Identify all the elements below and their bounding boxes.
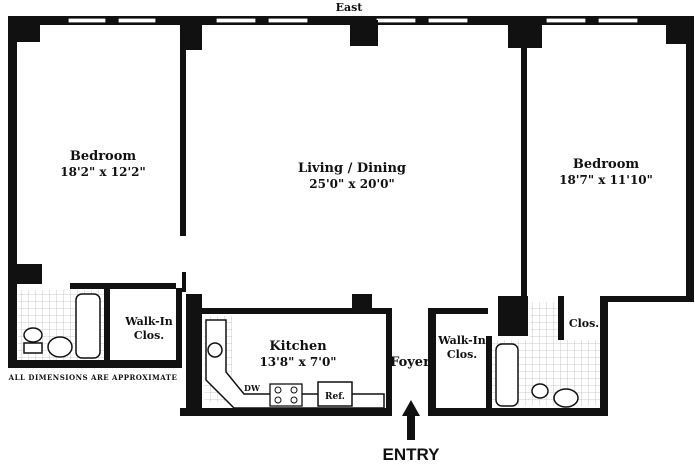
walkin-left-line1: Walk-In [124,315,173,328]
walkin-closet-left [8,288,182,368]
kitchen-area [180,272,392,416]
partition-right [521,40,527,246]
bathroom-right [486,302,600,408]
bedroom-right-dims: 18'7" x 11'10" [559,173,653,187]
refrigerator-label: Ref. [325,392,345,402]
entry-label: ENTRY [383,445,441,464]
bedroom-right-name: Bedroom [573,157,640,172]
west-wall [8,16,17,366]
compass-label: East [336,1,364,14]
foyer-right-walls [428,246,694,416]
partition-left [180,40,186,236]
foyer-label: Foyer [390,355,430,370]
entry-arrow [402,400,420,440]
walkin-right-line2: Clos. [447,348,477,361]
walkin-left-line2: Clos. [134,329,164,342]
disclaimer: All dimensions are approximate [8,373,178,382]
bedroom-left-dims: 18'2" x 12'2" [60,165,145,179]
dishwasher-label: DW [244,383,261,393]
bathroom-left [8,264,176,360]
kitchen-name: Kitchen [269,339,327,354]
bedroom-left-name: Bedroom [70,149,137,164]
living-dims: 25'0" x 20'0" [309,177,394,191]
living-name: Living / Dining [298,161,406,176]
disclaimer-area [8,368,180,386]
kitchen-dims: 13'8" x 7'0" [259,355,336,369]
east-side-wall [686,16,694,301]
closet-right-label: Clos. [569,317,599,330]
walkin-right-line1: Walk-In [437,334,486,347]
